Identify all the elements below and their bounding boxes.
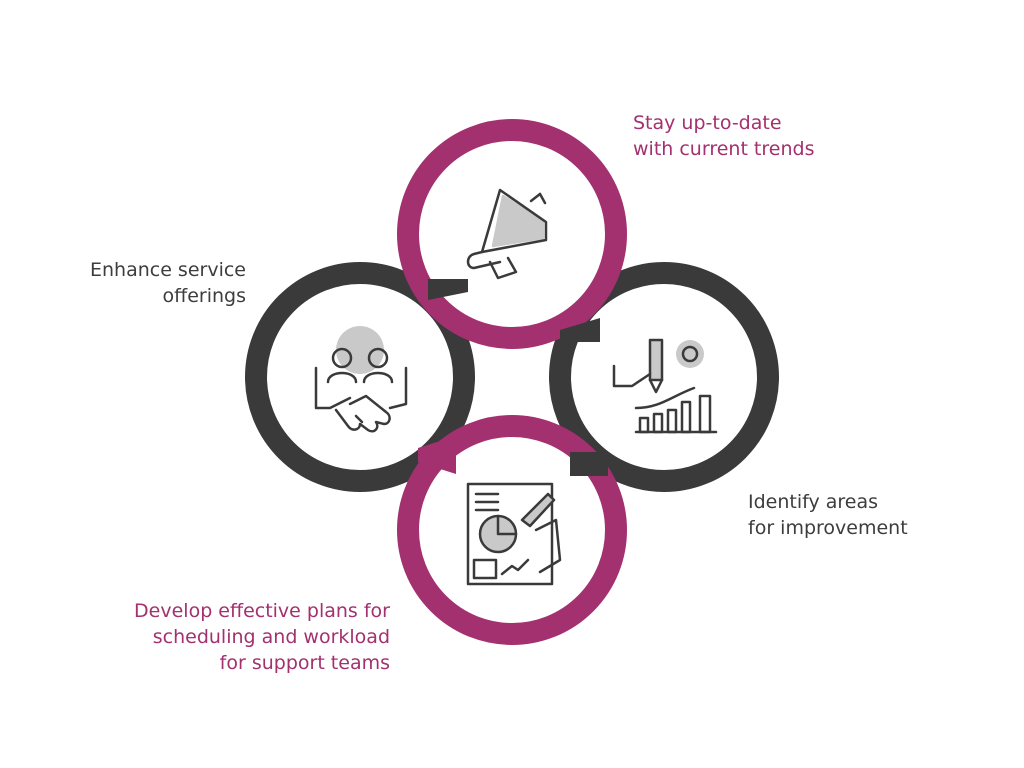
handshake-icon: [314, 326, 408, 433]
megaphone-icon: [466, 188, 548, 280]
label-left-line-1: Enhance service: [89, 259, 246, 281]
ring-top: [397, 119, 627, 349]
label-top-line-1: Stay up-to-date: [633, 112, 782, 134]
label-right: Identify areas for improvement: [748, 489, 908, 541]
label-left: Enhance service offerings: [90, 257, 246, 309]
label-right-line-2: for improvement: [748, 517, 908, 539]
connector-tab-top-left: [428, 279, 468, 300]
ring-bottom: [397, 415, 627, 645]
label-bottom-line-1: Develop effective plans for: [134, 600, 390, 622]
connector-tab-bottom-right: [570, 452, 608, 476]
connector-tab-top-right: [560, 318, 600, 342]
ring-right: [549, 262, 779, 492]
label-bottom-line-3: for support teams: [219, 652, 390, 674]
label-left-line-2: offerings: [162, 285, 247, 307]
growth-chart-icon: [612, 338, 718, 434]
connector-tab-bottom-left: [418, 436, 456, 474]
label-top-line-2: with current trends: [633, 138, 815, 160]
label-bottom-line-2: scheduling and workload: [152, 626, 390, 648]
label-right-line-1: Identify areas: [748, 491, 879, 513]
label-top: Stay up-to-date with current trends: [633, 110, 814, 162]
ring-left: [245, 262, 475, 492]
planning-report-icon: [466, 482, 562, 586]
label-bottom: Develop effective plans for scheduling a…: [134, 598, 390, 676]
